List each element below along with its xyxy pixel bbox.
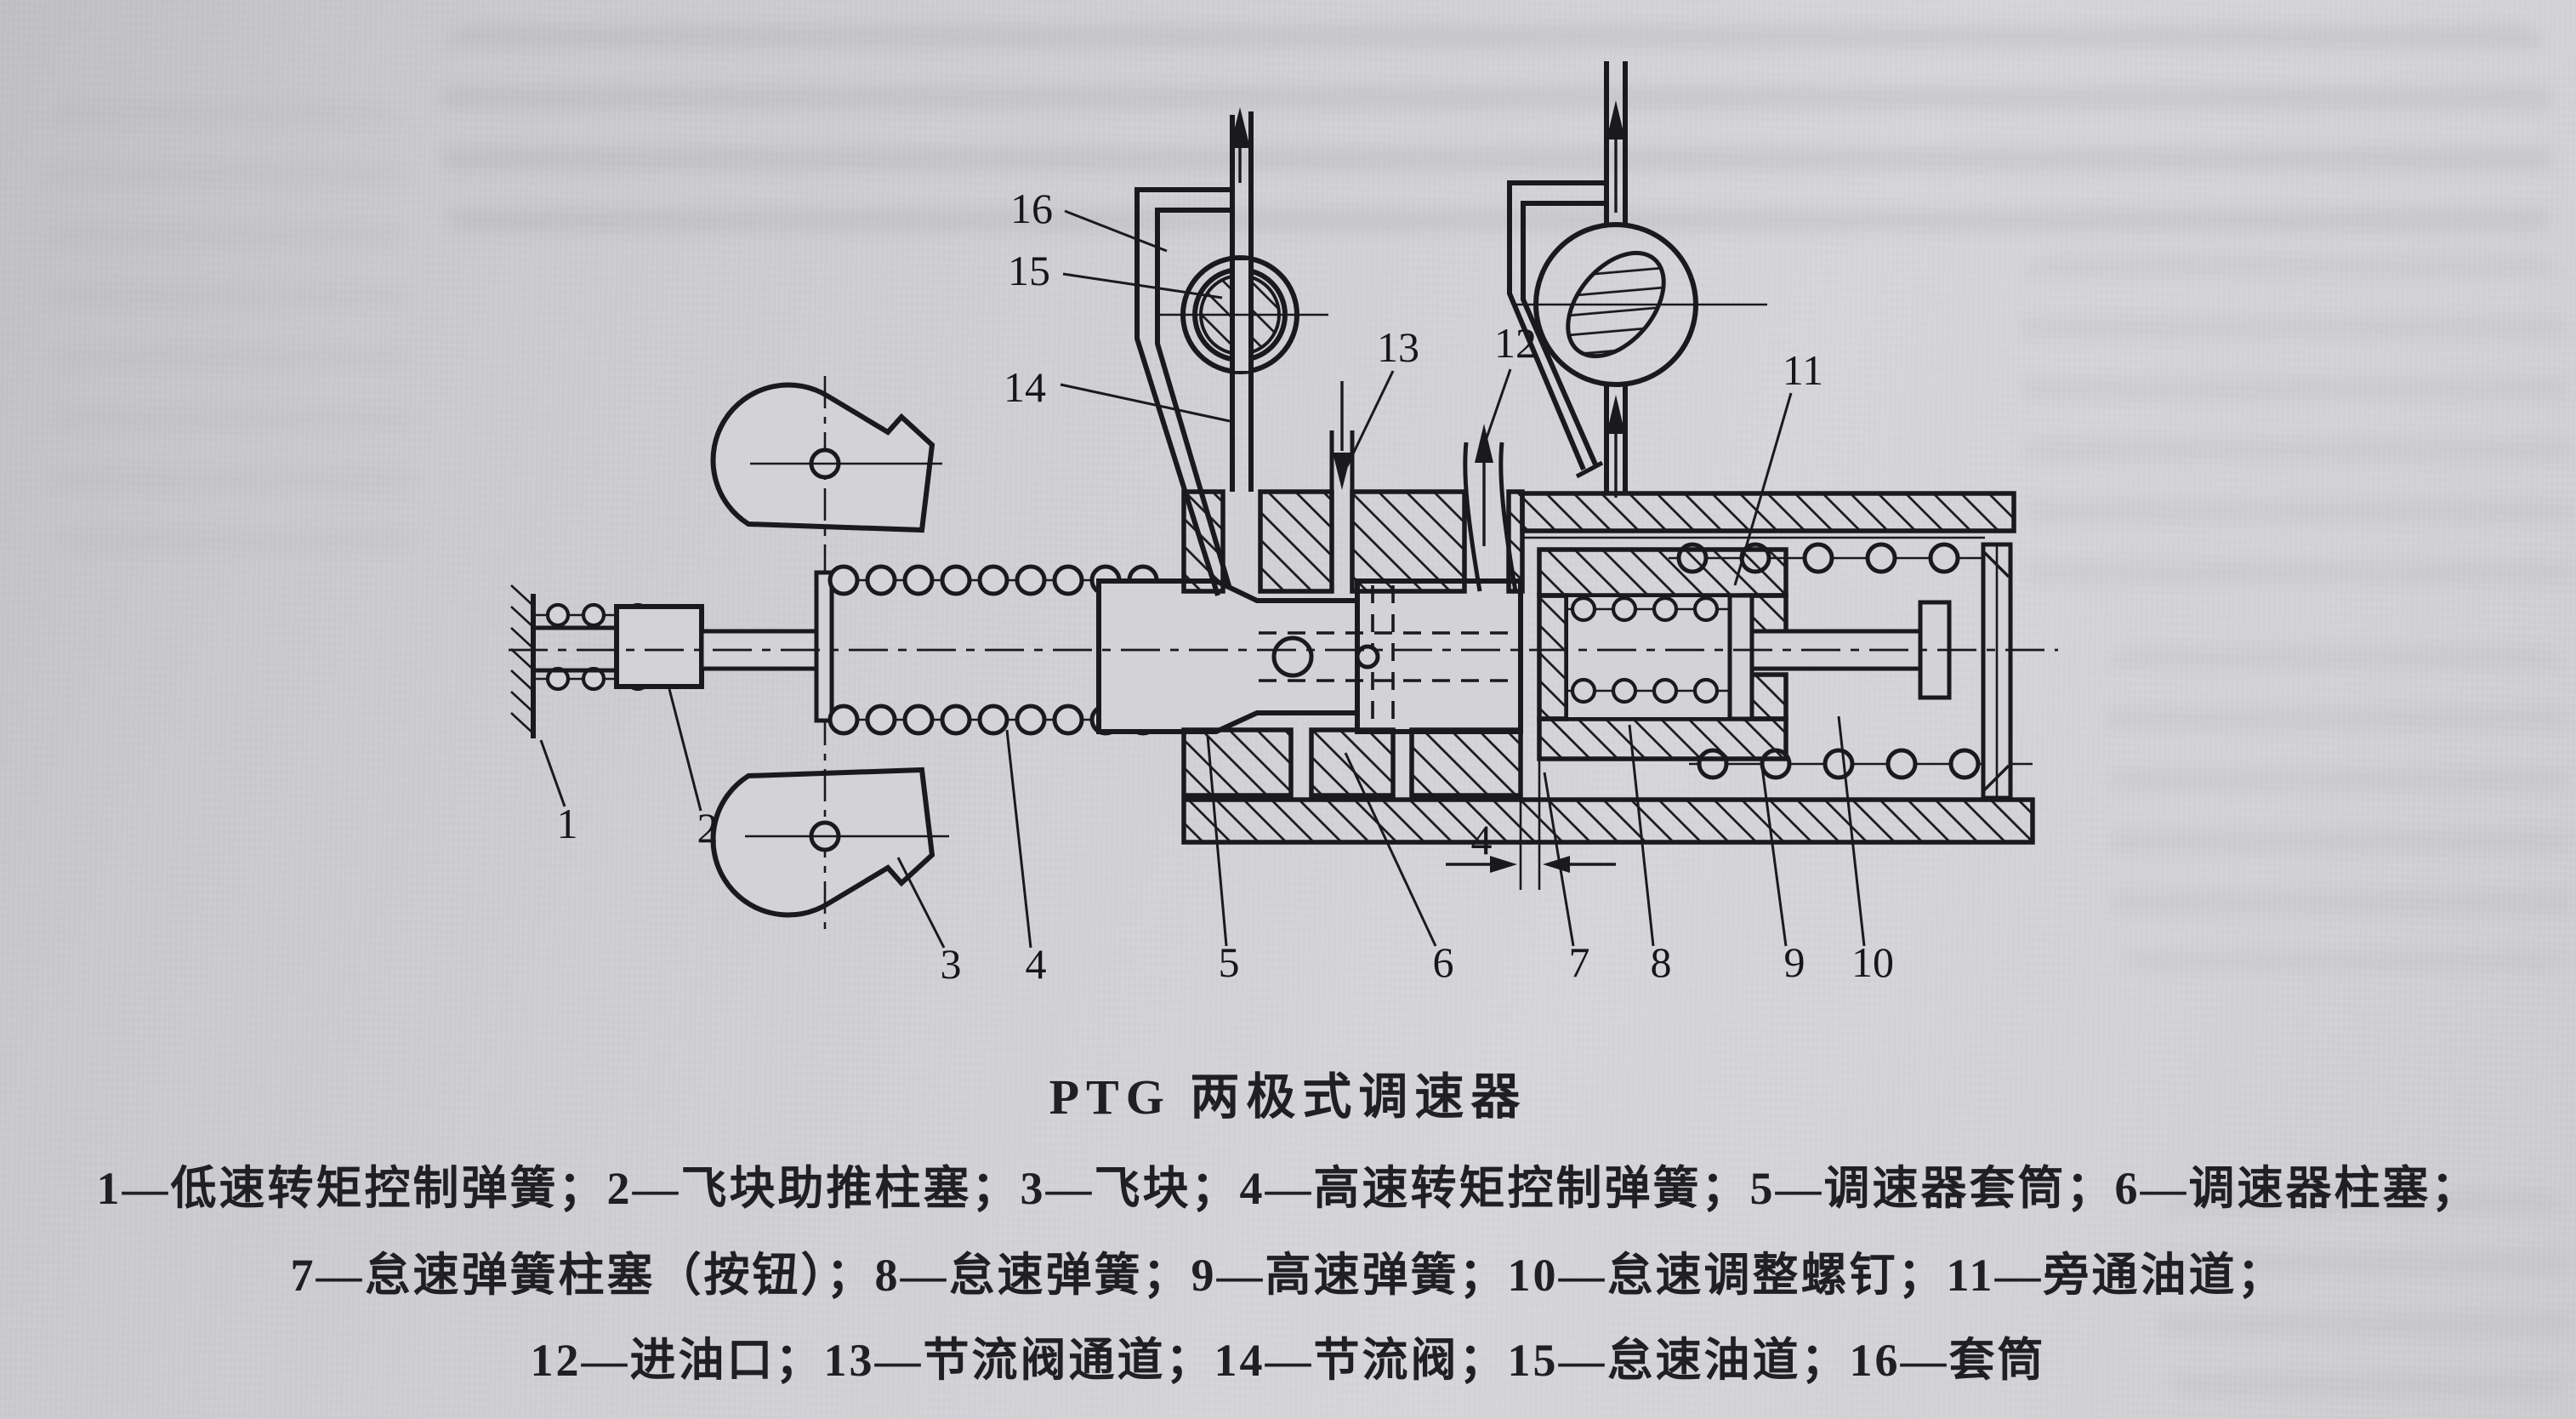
callout-13: 13 — [1377, 323, 1419, 371]
callout-6: 6 — [1433, 938, 1454, 986]
gap-dimension-label: 4 — [1471, 816, 1493, 863]
caption-line-3: 12—进油口；13—节流阀通道；14—节流阀；15—怠速油道；16—套筒 — [530, 1335, 2046, 1386]
callout-11: 11 — [1783, 346, 1823, 394]
flow-arrow-up-icon — [1606, 100, 1625, 140]
throttle-valve-pipe — [1230, 107, 1254, 492]
outer-housing-top-bar — [1520, 491, 2016, 533]
callout-12: 12 — [1494, 319, 1537, 367]
piston-port — [1355, 644, 1380, 670]
idle-spring-plunger — [1727, 593, 1754, 721]
callout-9: 9 — [1784, 938, 1805, 986]
idle-adjusting-screw — [1749, 600, 1952, 700]
callout-leader-lines — [539, 209, 1866, 949]
idle-spring — [1567, 596, 1745, 704]
stage-gap-dimension: 4 — [1446, 596, 1616, 890]
flow-arrow-down-icon — [1333, 453, 1351, 490]
callout-5: 5 — [1219, 938, 1240, 986]
callout-16: 16 — [1010, 185, 1053, 232]
callout-10: 10 — [1851, 938, 1894, 986]
throttle-sleeve-funnel — [1134, 187, 1232, 596]
callout-4: 4 — [1026, 940, 1047, 988]
throttle-passage-13 — [1329, 381, 1355, 492]
callout-numbers: 1 2 3 4 5 6 7 8 9 10 11 12 13 14 15 16 — [557, 185, 1895, 988]
housing-end-plate — [1981, 542, 2013, 801]
figure-title: PTG 两极式调速器 — [1049, 1069, 1527, 1125]
callout-3: 3 — [941, 940, 962, 988]
inner-rod — [533, 625, 618, 673]
return-valve — [1514, 61, 1767, 498]
idle-oil-passage-valve — [1158, 255, 1328, 374]
spring-seat-plate — [814, 570, 834, 723]
flow-arrow-up-icon — [1475, 424, 1493, 463]
governor-sleeve — [1096, 578, 1360, 734]
flow-arrow-up-icon — [1230, 107, 1250, 148]
caption-line-1: 1—低速转矩控制弹簧；2—飞块助推柱塞；3—飞块；4—高速转矩控制弹簧；5—调速… — [96, 1163, 2480, 1214]
callout-15: 15 — [1008, 247, 1050, 294]
return-spout — [1507, 180, 1606, 479]
callout-2: 2 — [697, 804, 719, 852]
flyweight-assist-plunger — [614, 604, 704, 689]
callout-8: 8 — [1651, 938, 1672, 986]
caption-line-2: 7—怠速弹簧柱塞（按钮）；8—怠速弹簧；9—高速弹簧；10—怠速调整螺钉；11—… — [290, 1250, 2286, 1301]
fixed-wall — [510, 584, 536, 738]
piston-bore — [1271, 635, 1314, 678]
flyweight-pivot-bottom — [745, 820, 949, 852]
governor-piston — [1355, 578, 1523, 734]
callout-7: 7 — [1569, 938, 1590, 986]
oil-inlet-port — [1463, 424, 1518, 592]
housing-bottom-slab — [1181, 727, 1523, 798]
flow-arrow-up-icon — [1606, 395, 1625, 434]
flyweight-pivot-top — [750, 447, 942, 480]
base-plate — [1181, 797, 2035, 845]
callout-14: 14 — [1004, 363, 1046, 411]
callout-1: 1 — [557, 800, 578, 847]
